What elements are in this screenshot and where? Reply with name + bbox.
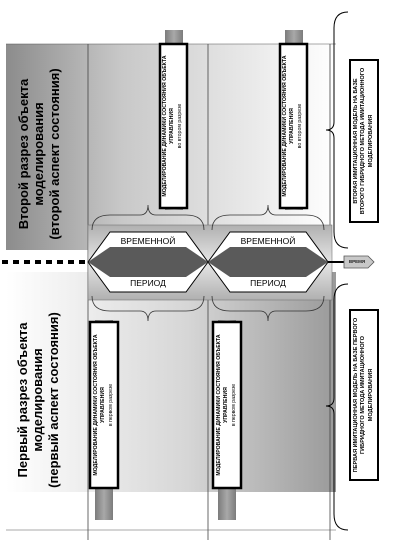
model-box-first [349, 309, 379, 481]
bottom-section-title: Первый разрез объекта моделирования (пер… [8, 300, 68, 500]
top-title-line2: моделирования [31, 102, 47, 206]
bottom-section-panel [6, 272, 336, 492]
bottom-title-line3: (первый аспект состояния) [45, 312, 61, 488]
bottom-box-2-sub: в первом разрезе [230, 383, 237, 427]
top-box-2-sub: во втором разрезе [296, 103, 303, 149]
period-brace-bottom-1 [91, 295, 205, 322]
model-second-text: Вторая имитационная модель на базе второ… [352, 67, 374, 215]
period-brace-bottom-2 [211, 295, 325, 322]
top-box-1-text: Моделирование динамики состояния объекта… [160, 49, 186, 203]
time-arrow-label: время [348, 259, 366, 264]
bottom-box-2 [211, 320, 243, 490]
period-1-line2: ПЕРИОД [130, 278, 166, 288]
top-box-2-text: Моделирование динамики состояния объекта… [280, 49, 306, 203]
bottom-box-1-text: Моделирование динамики состояния объекта… [91, 327, 117, 483]
model-brace-top [325, 11, 349, 249]
period-2-line1: ВРЕМЕННОЙ [240, 236, 296, 246]
period-2-line2: ПЕРИОД [250, 278, 286, 288]
period-brace-top-1 [91, 204, 205, 231]
top-box-2-main: Моделирование динамики состояния объекта… [282, 55, 296, 197]
top-section-title: Второй разрез объекта моделирования (вто… [9, 59, 69, 249]
period-shape-2-dark [208, 247, 328, 277]
model-first-text: Первая имитационная модель на базе перво… [352, 317, 374, 473]
period-1-line1: ВРЕМЕННОЙ [120, 236, 176, 246]
top-box-1-main: Моделирование динамики состояния объекта… [162, 55, 176, 197]
top-title-line3: (второй аспект состояния) [46, 68, 62, 240]
time-arrow [343, 255, 375, 269]
bottom-title-line2: моделирования [30, 348, 46, 452]
bottom-box-1-sub: в первом разрезе [107, 383, 114, 427]
top-box-2 [278, 42, 309, 210]
bottom-box-1 [88, 320, 120, 490]
top-title-line1: Второй разрез объекта [15, 78, 31, 230]
bottom-box-2-main: Моделирование динамики состояния объекта… [216, 334, 230, 476]
period-brace-top-2 [211, 204, 325, 231]
period-shape-1-dark [88, 247, 208, 277]
bottom-box-2-text: Моделирование динамики состояния объекта… [214, 327, 240, 483]
top-box-1-sub: во втором разрезе [176, 103, 183, 149]
bottom-box-1-main: Моделирование динамики состояния объекта… [93, 334, 107, 476]
top-box-1 [158, 42, 189, 210]
bottom-title-line1: Первый разрез объекта [14, 322, 30, 478]
model-brace-bottom [325, 283, 349, 531]
model-box-second [349, 59, 379, 223]
